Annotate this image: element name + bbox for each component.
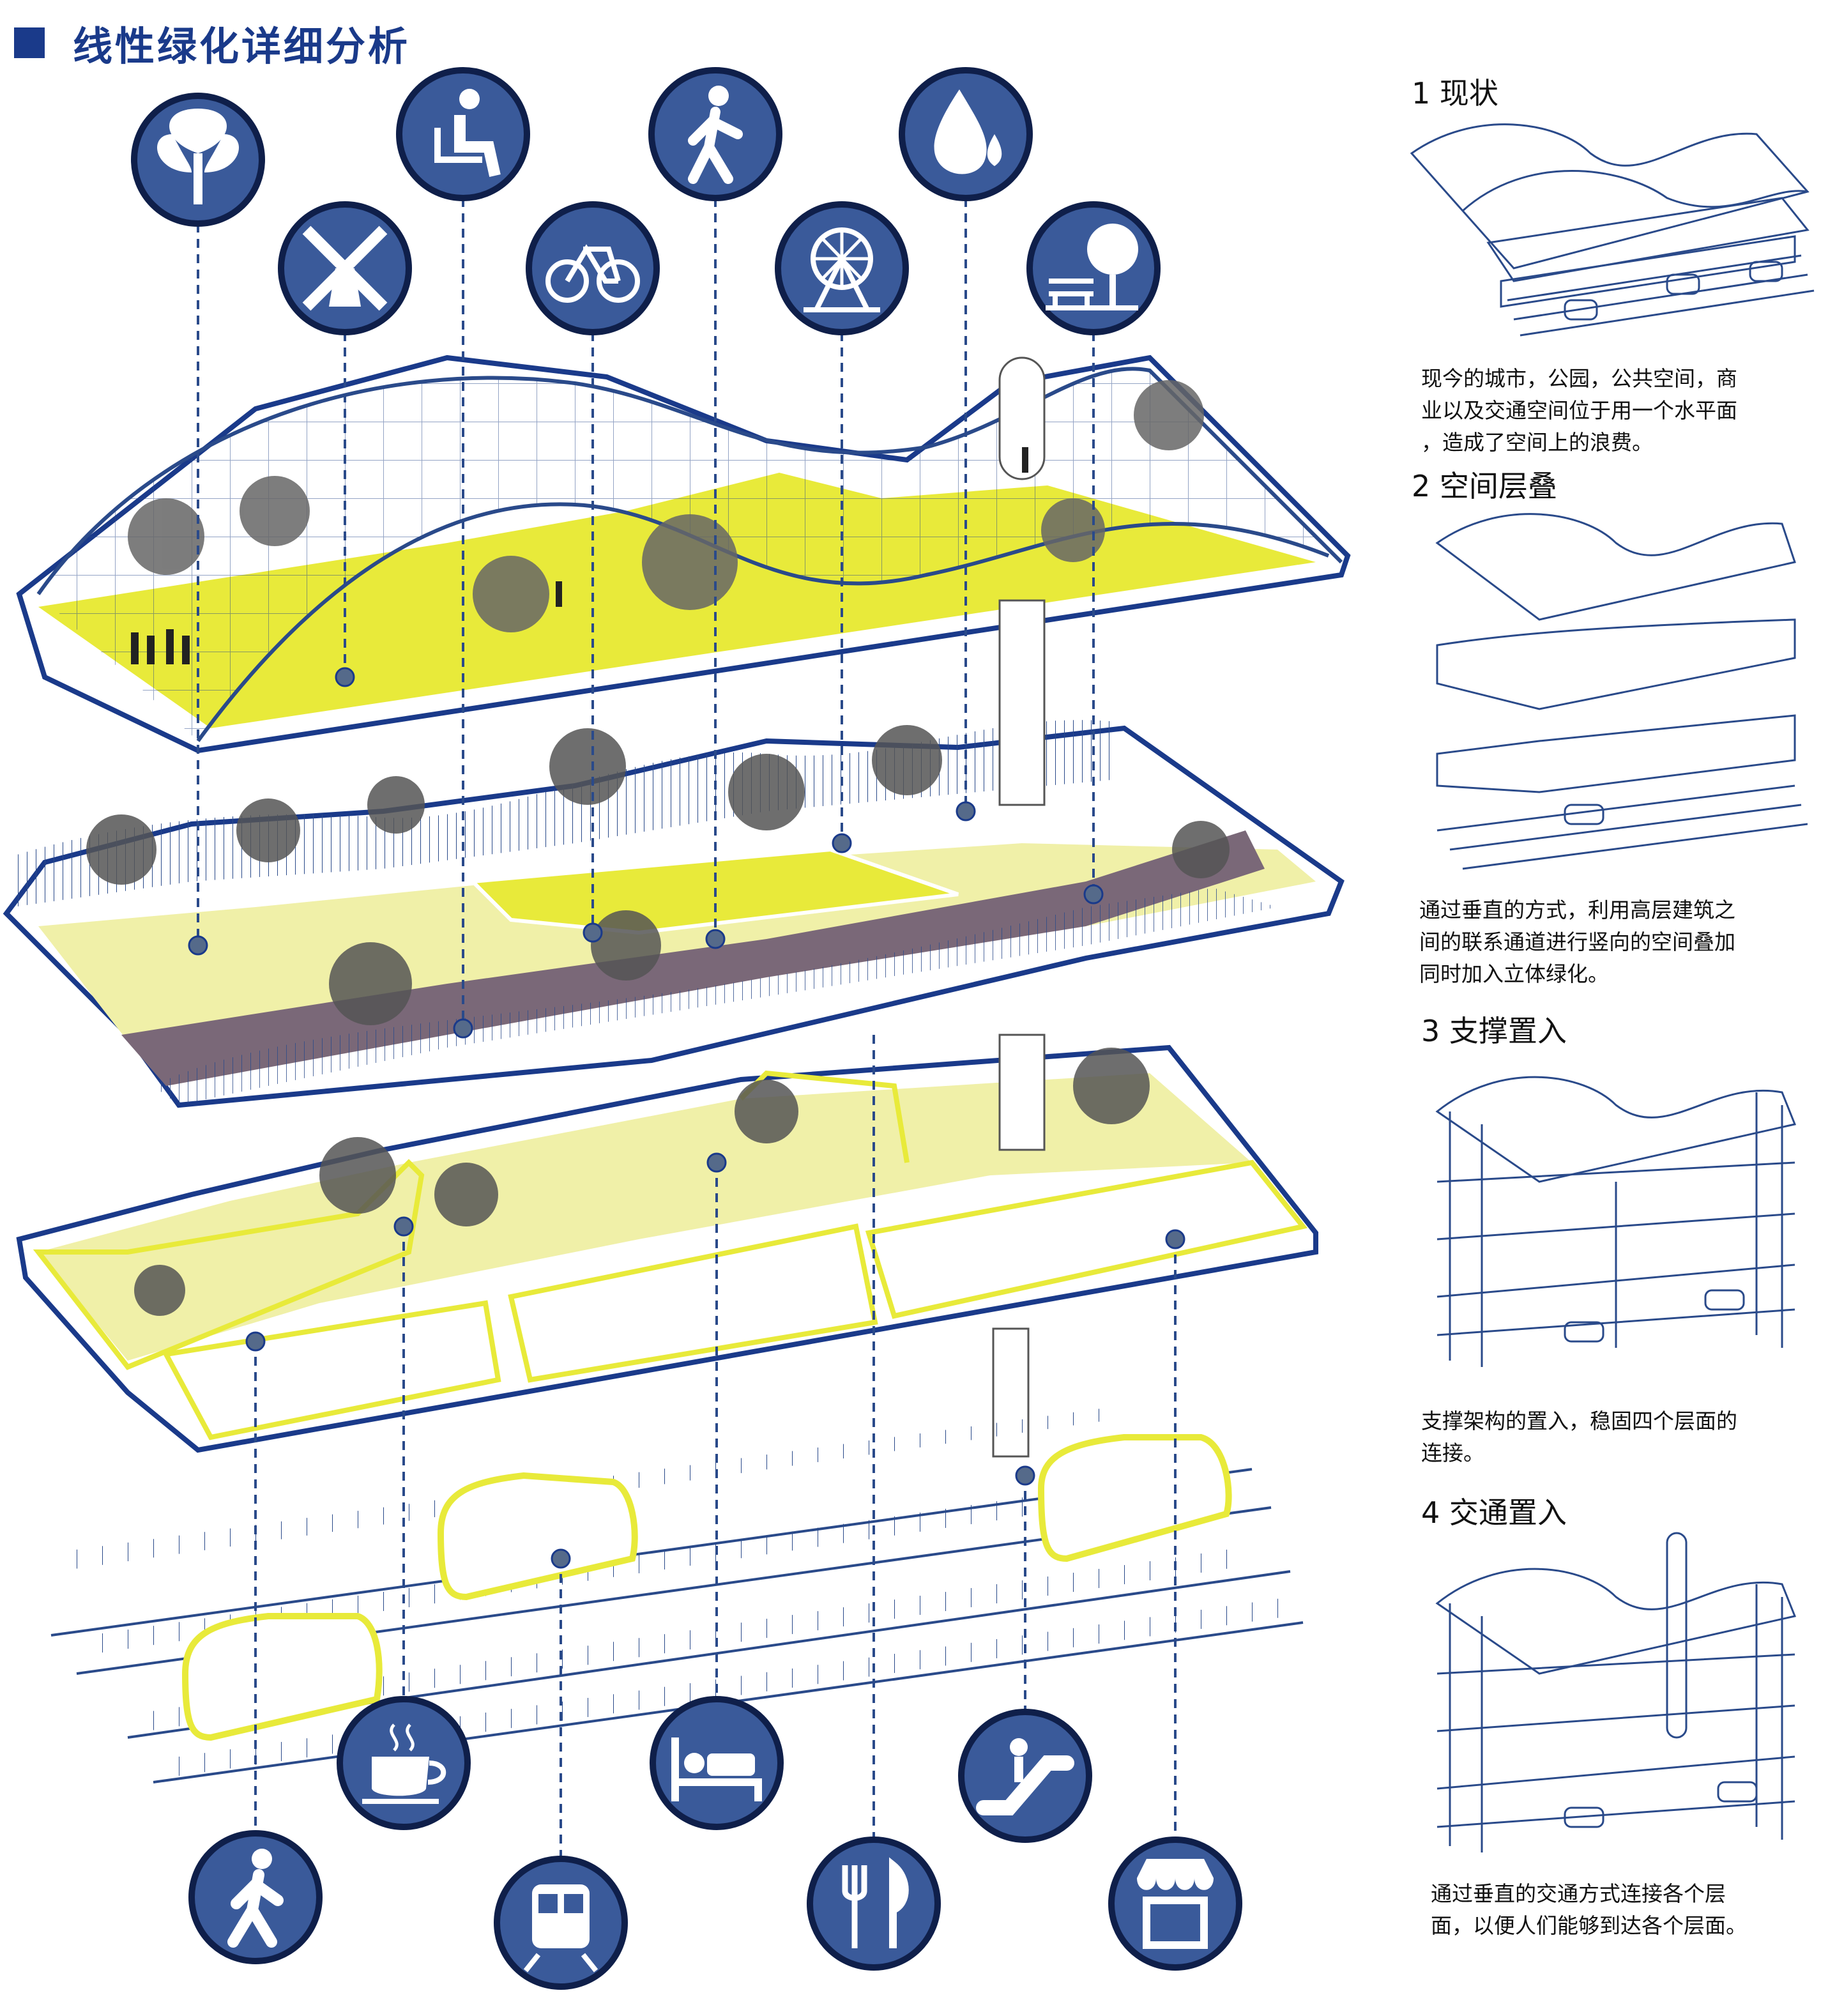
step-2-desc: 通过垂直的方式，利用高层建筑之 间的联系通道进行竖向的空间叠加 同时加入立体绿化…: [1419, 894, 1735, 990]
bottom-icons: [188, 1696, 1242, 1990]
step-1-desc-line: ，造成了空间上的浪费。: [1421, 430, 1653, 455]
step-1-desc-line: 现今的城市，公园，公共空间，商: [1421, 366, 1737, 391]
step-1-desc: 现今的城市，公园，公共空间，商 业以及交通空间位于用一个水平面 ，造成了空间上的…: [1421, 363, 1737, 459]
seat-icon: [396, 67, 530, 201]
train-car: [181, 1613, 383, 1741]
windmill-icon: [278, 201, 412, 335]
water-drop-icon: [899, 67, 1033, 201]
plant-icon: [131, 93, 265, 227]
pedestrian-icon: [648, 67, 782, 201]
step-2-desc-line: 同时加入立体绿化。: [1419, 961, 1609, 986]
step-2-desc-line: 通过垂直的方式，利用高层建筑之: [1419, 897, 1735, 922]
train-car: [1037, 1434, 1232, 1562]
step-2-title: 2 空间层叠: [1412, 469, 1557, 503]
step-4-desc: 通过垂直的交通方式连接各个层 面，以便人们能够到达各个层面。: [1431, 1878, 1747, 1942]
step-3-desc-line: 连接。: [1421, 1440, 1484, 1465]
park-bench-tree-icon: [1026, 201, 1161, 335]
title-square: [14, 27, 45, 58]
step-3-desc: 支撑架构的置入，稳固四个层面的 连接。: [1421, 1405, 1737, 1469]
step-3-desc-line: 支撑架构的置入，稳固四个层面的: [1421, 1409, 1737, 1433]
train-icon: [494, 1856, 628, 1990]
bicycle-icon: [526, 201, 660, 335]
shop-icon: [1108, 1837, 1242, 1971]
step-3-thumbnail: [1435, 1076, 1797, 1367]
connector-lines: [197, 198, 1177, 1859]
ferris-wheel-icon: [775, 201, 909, 335]
walking-icon: [188, 1830, 323, 1964]
step-2-desc-line: 间的联系通道进行竖向的空间叠加: [1419, 929, 1735, 954]
commercial-layer: [16, 1034, 1318, 1458]
step-4-desc-line: 通过垂直的交通方式连接各个层: [1431, 1881, 1726, 1906]
step-1-thumbnail: [1410, 123, 1815, 337]
step-1-desc-line: 业以及交通空间位于用一个水平面: [1421, 398, 1737, 423]
top-icons: [131, 67, 1161, 335]
title-block: 线性绿化详细分析: [14, 14, 410, 72]
step-4-title: 4 交通置入: [1421, 1495, 1567, 1530]
page-title: 线性绿化详细分析: [73, 23, 411, 70]
restaurant-icon: [807, 1837, 941, 1971]
step-4-desc-line: 面，以便人们能够到达各个层面。: [1431, 1913, 1747, 1938]
coffee-icon: [337, 1696, 471, 1830]
step-4-thumbnail: [1435, 1532, 1797, 1852]
roof-layer: [16, 355, 1351, 754]
step-3-title: 3 支撑置入: [1421, 1014, 1567, 1048]
train-car: [437, 1472, 638, 1601]
green-walk-layer: [3, 599, 1345, 1108]
hotel-bed-icon: [650, 1696, 784, 1830]
step-1-title: 1 现状: [1412, 76, 1498, 111]
step-2-thumbnail: [1435, 513, 1808, 870]
connector-dots: [188, 667, 1185, 1569]
escalator-icon: [958, 1709, 1092, 1843]
